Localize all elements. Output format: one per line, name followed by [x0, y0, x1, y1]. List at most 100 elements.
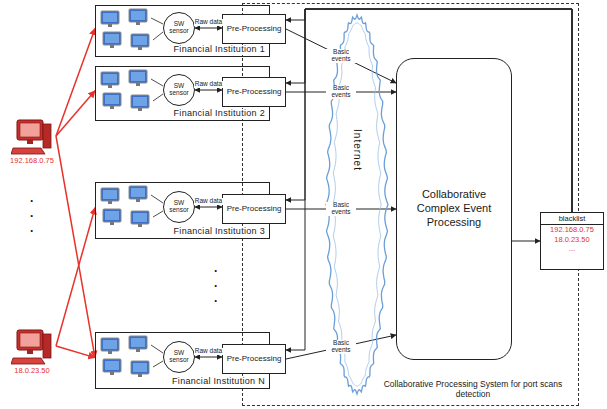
ip-address: 18.0.23.50: [4, 366, 60, 375]
stand: [138, 108, 142, 111]
monitor: [103, 93, 121, 106]
monitor: [17, 120, 43, 140]
screen: [103, 13, 117, 22]
stand: [110, 222, 114, 225]
stand: [108, 201, 112, 204]
attack-arrow: [56, 136, 95, 358]
node-label: SW sensor: [166, 200, 192, 214]
screen: [103, 190, 117, 199]
edge-label: Raw data: [194, 81, 224, 88]
monitor: [131, 34, 149, 47]
screen: [105, 361, 119, 370]
node-label: SW sensor: [166, 350, 192, 364]
cep-box: Collaborative Complex Event Processing: [396, 58, 512, 360]
node-label: Internet: [352, 127, 363, 173]
screen: [20, 333, 40, 347]
cloud-border: [326, 15, 388, 394]
screen: [131, 72, 145, 81]
screen: [133, 36, 147, 45]
node-label: Collaborative Complex Event Processing: [405, 188, 503, 229]
node-label: Pre-Processing: [227, 355, 282, 364]
monitor: [101, 11, 119, 24]
flow-arrow: [195, 28, 222, 29]
stand: [138, 47, 142, 50]
ellipsis-dot: .: [214, 277, 217, 289]
monitor: [101, 338, 119, 351]
node-label: SW sensor: [166, 21, 192, 35]
stand: [138, 374, 142, 377]
node-label: Pre-Processing: [227, 88, 282, 97]
stand: [136, 199, 140, 202]
node-label: Financial Institution 2: [174, 109, 265, 119]
network-link: [153, 32, 163, 40]
ip-address: ...: [541, 244, 603, 253]
monitor: [103, 209, 121, 222]
preprocessing-box: Pre-Processing: [222, 194, 286, 224]
edge-label: Raw data: [194, 348, 224, 355]
attack-arrow: [56, 91, 95, 136]
monitor: [17, 330, 43, 350]
edge-label: Raw data: [194, 198, 224, 205]
sensor-circle: SW sensor: [163, 341, 195, 373]
edge-label: Basic events: [326, 49, 356, 63]
flow-arrow: [195, 357, 222, 358]
institution-box: Financial Institution NSW sensorPre-Proc…: [95, 332, 270, 389]
attacker-icon: [11, 328, 53, 366]
screen: [105, 34, 119, 43]
institution-box: Financial Institution 1SW sensorPre-Proc…: [95, 5, 270, 57]
flow-arrow: [195, 207, 222, 208]
node-label: Pre-Processing: [227, 205, 282, 214]
monitor: [131, 95, 149, 108]
ellipsis-dot: .: [214, 262, 217, 274]
institution-box: Financial Institution 3SW sensorPre-Proc…: [95, 182, 270, 239]
network-link: [153, 94, 163, 101]
sensor-circle: SW sensor: [163, 74, 195, 106]
stand: [27, 350, 33, 354]
edge-label: Raw data: [194, 19, 224, 26]
keyboard: [11, 358, 45, 364]
institution-box: Financial Institution 2SW sensorPre-Proc…: [95, 66, 270, 121]
system-boundary: Collaborative Processing System for port…: [242, 3, 579, 406]
ellipsis-dot: .: [30, 192, 33, 204]
flow-arrow: [195, 90, 222, 91]
monitor: [103, 359, 121, 372]
attack-arrow: [56, 28, 95, 136]
monitor: [101, 72, 119, 85]
ellipsis-dot: .: [214, 292, 217, 304]
stand: [27, 140, 33, 144]
attacker-computer: 18.0.23.50: [4, 328, 60, 386]
preprocessing-box: Pre-Processing: [222, 77, 286, 107]
ellipsis-dot: .: [30, 207, 33, 219]
screen: [131, 338, 145, 347]
stand: [108, 351, 112, 354]
node-label: Financial Institution N: [172, 377, 265, 387]
tower: [43, 124, 51, 148]
tower: [43, 334, 51, 358]
blacklist-box: blacklist192.168.0.7518.0.23.50...: [540, 212, 604, 270]
stand: [136, 22, 140, 25]
edge-label: Basic events: [326, 202, 356, 216]
screen: [131, 11, 145, 20]
monitor: [129, 336, 147, 349]
stand: [108, 85, 112, 88]
screen: [131, 188, 145, 197]
monitor: [129, 186, 147, 199]
network-link: [151, 345, 163, 353]
node-label: blacklist: [541, 213, 603, 225]
flow-arrow: [512, 241, 540, 242]
stand: [136, 349, 140, 352]
preprocessing-box: Pre-Processing: [222, 344, 286, 374]
edge-label: Basic events: [326, 340, 356, 354]
screen: [105, 95, 119, 104]
screen: [133, 97, 147, 106]
screen: [103, 74, 117, 83]
monitor: [129, 70, 147, 83]
network-link: [153, 361, 163, 367]
node-label: Financial Institution 3: [174, 227, 265, 237]
monitor: [129, 9, 147, 22]
keyboard: [11, 148, 45, 154]
ip-address: 192.168.0.75: [4, 156, 60, 165]
edge-label: Basic events: [326, 85, 356, 99]
